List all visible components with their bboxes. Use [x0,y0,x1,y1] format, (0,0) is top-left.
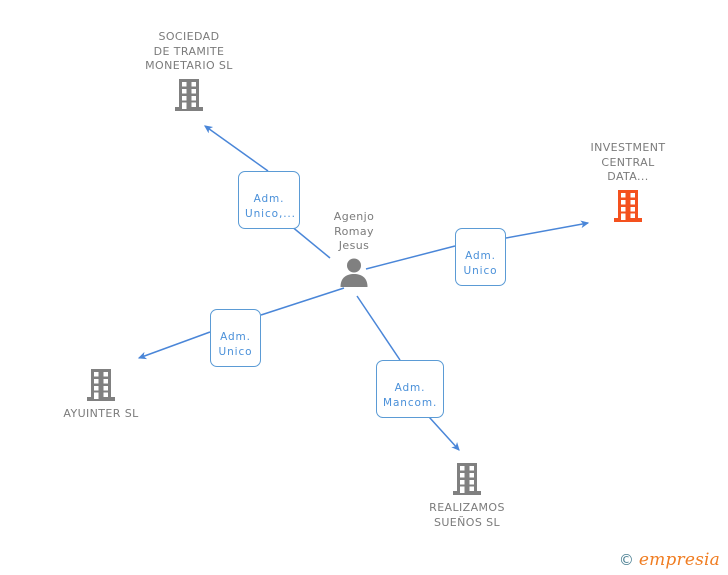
node-label-sociedad: SOCIEDAD DE TRAMITE MONETARIO SL [145,30,233,72]
relation-label-text: Adm. Unico [463,250,498,277]
relation-label-text: Adm. Mancom. [383,382,438,409]
relation-label-ayuinter[interactable]: Adm. Unico [210,309,261,367]
relation-label-text: Adm. Unico [218,331,253,358]
node-label-investment: INVESTMENT CENTRAL DATA... [590,141,666,183]
building-icon [451,461,483,497]
relation-label-sociedad[interactable]: Adm. Unico,... [238,171,300,229]
node-label-realizamos-suenos: REALIZAMOS SUEÑOS SL [429,501,505,529]
edge-to-investment [365,220,590,270]
edge-to-ayuinter [137,287,345,360]
node-sociedad-de-tramite-monetario[interactable]: SOCIEDAD DE TRAMITE MONETARIO SL [114,30,264,113]
node-agenjo-romay-jesus[interactable]: Agenjo Romay Jesus [279,210,429,287]
node-label-agenjo-romay-jesus: Agenjo Romay Jesus [333,210,375,252]
node-investment-central-data[interactable]: INVESTMENT CENTRAL DATA... [553,141,703,224]
watermark: © empresia [619,552,720,569]
node-realizamos-suenos[interactable]: REALIZAMOS SUEÑOS SL [392,461,542,530]
copyright-icon: © [618,551,634,569]
relation-label-text: Adm. Unico,... [245,193,296,220]
building-icon [173,77,205,113]
building-icon [85,367,117,403]
node-ayuinter[interactable]: AYUINTER SL [26,367,176,422]
person-icon [339,257,369,287]
relation-label-realizamos[interactable]: Adm. Mancom. [376,360,444,418]
relation-label-investment[interactable]: Adm. Unico [455,228,506,286]
node-label-ayuinter: AYUINTER SL [63,407,139,420]
building-icon-highlighted [612,188,644,224]
brand-name: empresia [638,550,720,570]
